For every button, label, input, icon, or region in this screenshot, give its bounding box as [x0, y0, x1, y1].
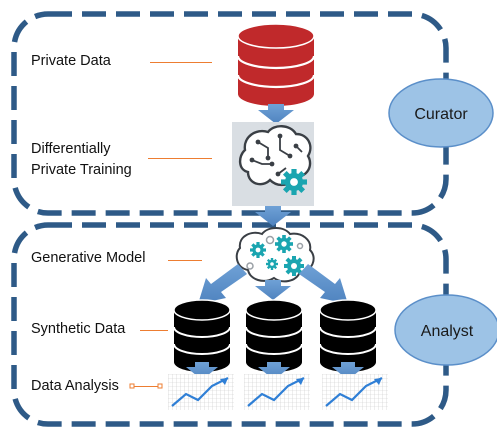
arrow-db2-to-chart [258, 362, 290, 380]
dp-training-label-line2: Private Training [31, 162, 132, 178]
curator-section-border [11, 11, 449, 216]
synthetic-data-label: Synthetic Data [31, 321, 126, 337]
synthetic-data-leader [140, 330, 168, 331]
brain-gear-icon [232, 122, 314, 206]
analyst-ellipse: Analyst [394, 294, 497, 366]
synthetic-database-icon-3 [319, 299, 377, 373]
generative-model-label: Generative Model [31, 250, 146, 266]
connector-handle-right [157, 383, 163, 389]
data-analysis-label: Data Analysis [31, 378, 119, 394]
private-data-database-icon [236, 23, 316, 106]
arrow-data-to-training [258, 104, 294, 124]
trend-chart-icon-1 [166, 372, 236, 412]
synthetic-database-icon-1 [173, 299, 231, 373]
private-data-label: Private Data [31, 53, 111, 69]
brain-gears-icon [235, 227, 315, 283]
private-data-leader [150, 62, 212, 63]
arrow-model-to-db2 [255, 280, 291, 300]
arrow-db3-to-chart [332, 362, 364, 380]
synthetic-database-icon-2 [245, 299, 303, 373]
arrow-model-to-db1 [198, 264, 247, 304]
trend-chart-icon-2 [242, 372, 312, 412]
trend-chart-icon-3 [320, 372, 390, 412]
arrow-training-to-model [255, 206, 291, 226]
curator-label: Curator [414, 106, 468, 123]
arrow-model-to-db3 [299, 264, 348, 304]
dp-training-leader [148, 158, 212, 159]
dp-training-label-line1: Differentially [31, 141, 111, 157]
arrow-db1-to-chart [186, 362, 218, 380]
generative-model-leader [168, 260, 202, 261]
curator-ellipse: Curator [388, 78, 494, 148]
analyst-label: Analyst [421, 323, 474, 340]
data-analysis-leader [134, 386, 158, 387]
